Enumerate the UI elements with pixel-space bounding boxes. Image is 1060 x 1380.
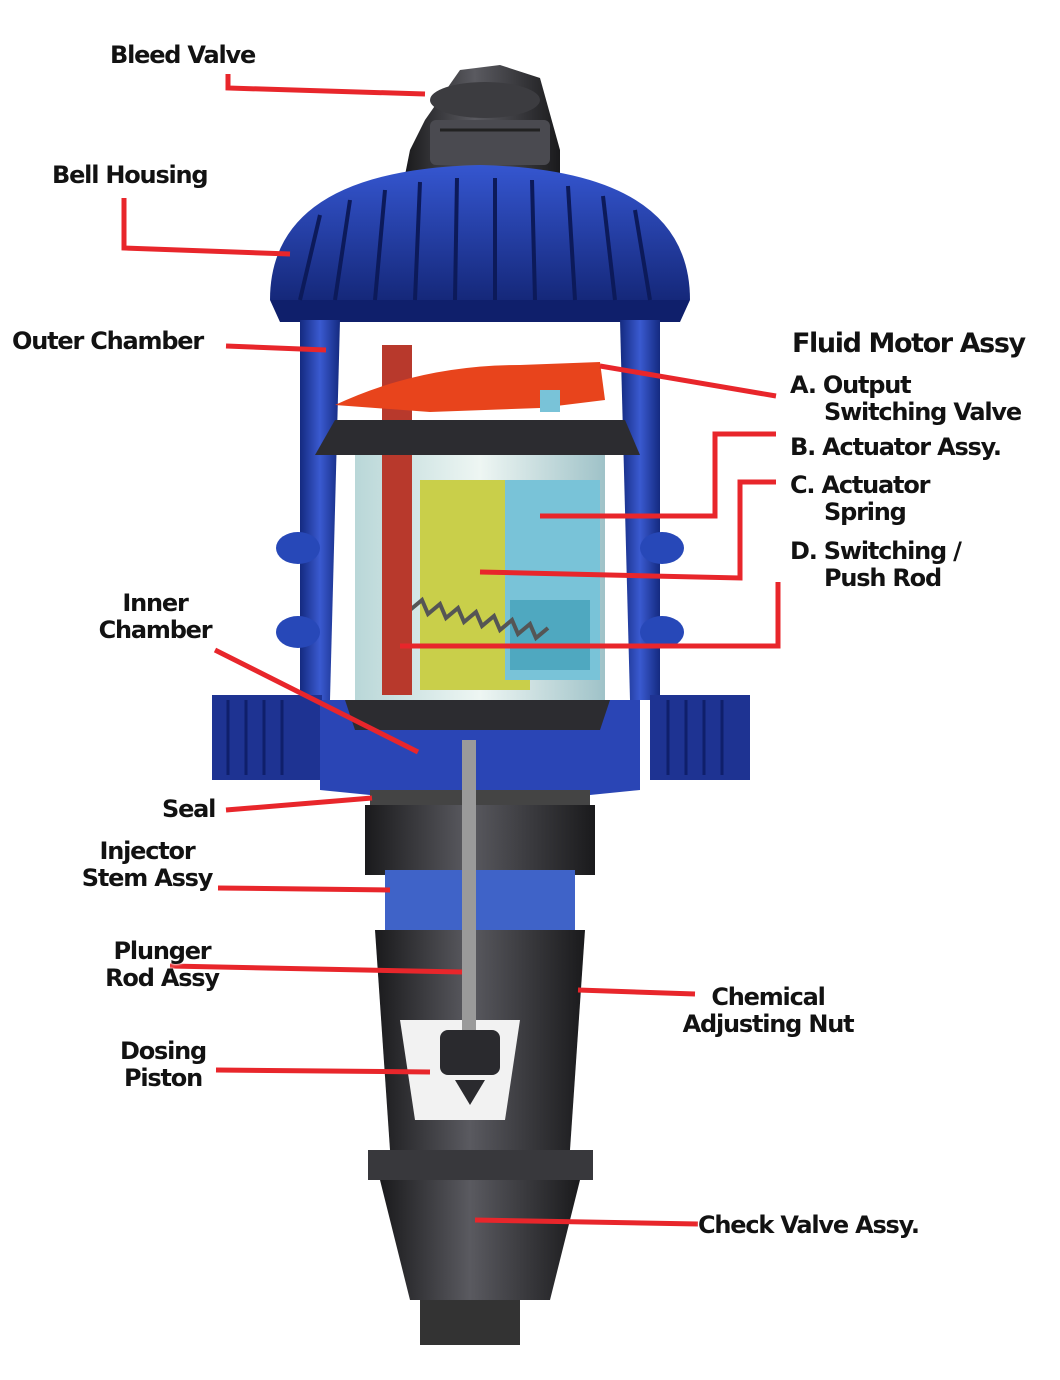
- label-fluid-motor-title: Fluid Motor Assy: [792, 328, 1026, 359]
- leader-dosing-piston: [215, 1067, 431, 1075]
- label-chemical-nut-line2: Adjusting Nut: [682, 1010, 855, 1038]
- leader-push-rod: [400, 582, 781, 649]
- leader-inner-chamber: [213, 647, 420, 755]
- leader-injector-stem: [217, 885, 391, 893]
- label-inner-chamber-line2: Chamber: [98, 616, 213, 644]
- label-switching-push-rod-line2: Push Rod: [824, 564, 942, 592]
- label-plunger-rod-line1: Plunger: [113, 937, 212, 965]
- label-injector-stem-line2: Stem Assy: [81, 864, 214, 892]
- label-chemical-nut-line1: Chemical: [711, 983, 825, 1011]
- leader-actuator-assy: [540, 431, 776, 519]
- label-switching-push-rod: D. Switching / Push Rod: [790, 537, 962, 592]
- fluid-motor: [315, 345, 640, 730]
- leader-bell-housing: [121, 198, 291, 257]
- label-bell-housing: Bell Housing: [52, 161, 209, 189]
- leader-check-valve: [474, 1217, 699, 1227]
- label-dosing-piston: Dosing Piston: [108, 1038, 218, 1092]
- label-inner-chamber: Inner Chamber: [90, 590, 220, 644]
- label-outer-chamber: Outer Chamber: [12, 327, 204, 355]
- leader-seal: [225, 795, 373, 813]
- leader-output-switching: [599, 363, 777, 399]
- label-output-switching-line1: A. Output: [790, 371, 912, 399]
- label-chemical-adjusting-nut: Chemical Adjusting Nut: [668, 984, 868, 1038]
- label-check-valve: Check Valve Assy.: [698, 1211, 920, 1239]
- label-inner-chamber-line1: Inner: [122, 589, 188, 617]
- leader-outer-chamber: [225, 343, 327, 353]
- label-injector-stem-line1: Injector: [99, 837, 196, 865]
- label-dosing-piston-line1: Dosing: [120, 1037, 207, 1065]
- label-seal: Seal: [162, 795, 216, 823]
- injector-body: [365, 740, 595, 1345]
- label-plunger-rod: Plunger Rod Assy: [92, 938, 232, 992]
- label-actuator-spring-line2: Spring: [824, 498, 907, 526]
- label-output-switching-line2: Switching Valve: [824, 398, 1022, 426]
- bell-housing: [270, 165, 690, 322]
- label-output-switching-valve: A. Output Switching Valve: [790, 371, 1022, 426]
- label-plunger-rod-line2: Rod Assy: [105, 964, 220, 992]
- leader-lines: [121, 74, 781, 1227]
- bleed-valve: [405, 65, 560, 175]
- label-actuator-spring: C. Actuator Spring: [790, 471, 930, 526]
- label-dosing-piston-line2: Piston: [124, 1064, 203, 1092]
- label-injector-stem: Injector Stem Assy: [72, 838, 222, 892]
- label-bleed-valve: Bleed Valve: [110, 41, 256, 69]
- leader-bleed-valve: [225, 74, 426, 97]
- label-actuator-spring-line1: C. Actuator: [790, 471, 930, 499]
- leader-actuator-spring: [479, 479, 776, 581]
- leader-plunger-rod: [169, 963, 463, 975]
- label-switching-push-rod-line1: D. Switching /: [790, 537, 962, 565]
- label-actuator-assy: B. Actuator Assy.: [790, 433, 1002, 461]
- leader-chemical-nut: [577, 987, 696, 997]
